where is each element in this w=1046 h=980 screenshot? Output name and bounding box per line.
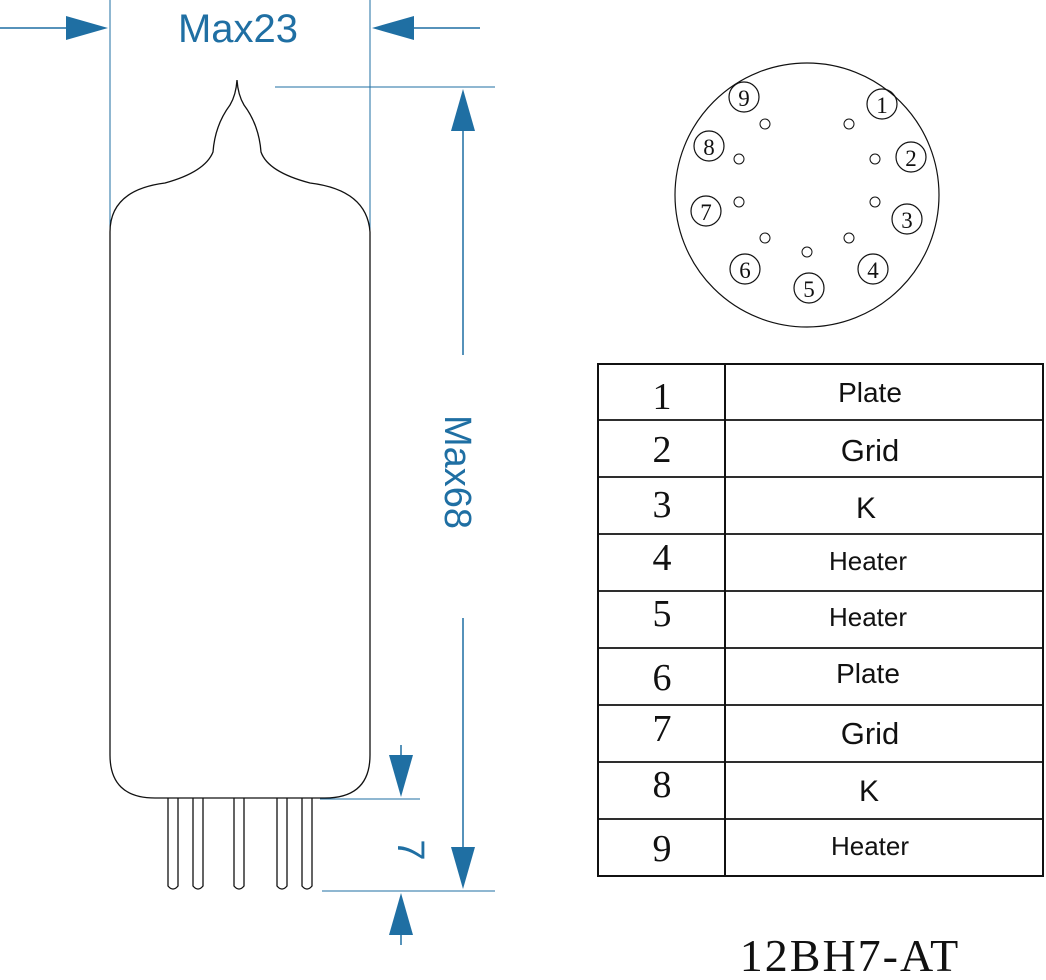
table-function-cell: K	[856, 492, 876, 525]
pin-hole	[843, 232, 855, 244]
pin-number-badge	[690, 195, 722, 227]
pin-hole	[869, 196, 881, 208]
pin-number-badge	[729, 253, 761, 285]
pin-number: 2	[905, 146, 917, 171]
pin-number-badge	[891, 203, 923, 235]
socket-outline	[674, 62, 940, 328]
socket-diagram: 1 2 3 4 5 6 7 8 9	[674, 62, 940, 328]
width-label: Max23	[178, 7, 298, 51]
pin-hole	[733, 153, 745, 165]
table-pin-cell: 8	[653, 764, 672, 806]
tube-envelope	[109, 79, 371, 799]
table-pin-cell: 1	[653, 376, 672, 418]
tube-pin	[167, 798, 179, 890]
table-pin-cell: 2	[653, 429, 672, 471]
table-function-cell: Grid	[841, 716, 900, 751]
pin-length-label: 7	[389, 839, 431, 860]
table-function-cell: Heater	[829, 602, 907, 632]
tube-pin	[233, 798, 245, 890]
tube-pin	[276, 798, 288, 890]
height-label: Max68	[436, 415, 478, 529]
pin-number-badge	[793, 272, 825, 304]
pin-number: 9	[738, 86, 750, 111]
table-function-cell: Heater	[829, 546, 907, 576]
table-pin-cell: 6	[653, 657, 672, 699]
width-dimension: Max23	[0, 0, 480, 410]
table-function-cell: Heater	[831, 831, 909, 861]
height-dimension: Max68	[275, 86, 495, 892]
tube-pin	[192, 798, 204, 890]
table-function-cell: Plate	[836, 658, 900, 689]
pin-number: 1	[876, 93, 888, 118]
table-pin-cell: 9	[653, 828, 672, 870]
pin-number: 7	[700, 200, 712, 225]
pin-hole	[843, 118, 855, 130]
height-arrow-up-icon	[451, 89, 475, 131]
table-border	[597, 363, 1044, 877]
tube-pin	[301, 798, 313, 890]
table-pin-cell: 7	[653, 708, 672, 750]
table-pin-cell: 3	[653, 484, 672, 526]
pin-number: 3	[901, 208, 913, 233]
pin-number-badge	[693, 130, 725, 162]
pin-hole	[759, 232, 771, 244]
pin-number: 8	[703, 135, 715, 160]
pin-number-badge	[857, 253, 889, 285]
pin-number-badge	[895, 141, 927, 173]
pin-arrow-up-icon	[389, 893, 413, 935]
table-function-cell: Plate	[838, 377, 902, 408]
pinout-table: 1 Plate 2 Grid 3 K 4 Heater 5 Heater 6 P…	[597, 363, 1044, 877]
tube-outline	[109, 79, 371, 890]
table-pin-cell: 4	[653, 537, 672, 579]
pin-hole	[869, 153, 881, 165]
table-pin-cell: 5	[653, 593, 672, 635]
pin-hole	[759, 118, 771, 130]
pin-number-badge	[866, 88, 898, 120]
pin-number: 5	[803, 277, 815, 302]
table-function-cell: Grid	[841, 433, 900, 468]
pin-number: 4	[867, 258, 879, 283]
model-label: 12BH7-AT	[740, 930, 960, 975]
width-arrow-left-icon	[66, 16, 108, 40]
pin-number: 6	[739, 258, 751, 283]
pin-number-badge	[728, 81, 760, 113]
pin-hole	[733, 196, 745, 208]
height-arrow-down-icon	[451, 847, 475, 889]
pin-arrow-down-icon	[389, 755, 413, 797]
width-arrow-right-icon	[372, 16, 414, 40]
pin-length-dimension: 7	[320, 745, 431, 945]
table-function-cell: K	[859, 775, 879, 808]
pin-hole	[801, 246, 813, 258]
